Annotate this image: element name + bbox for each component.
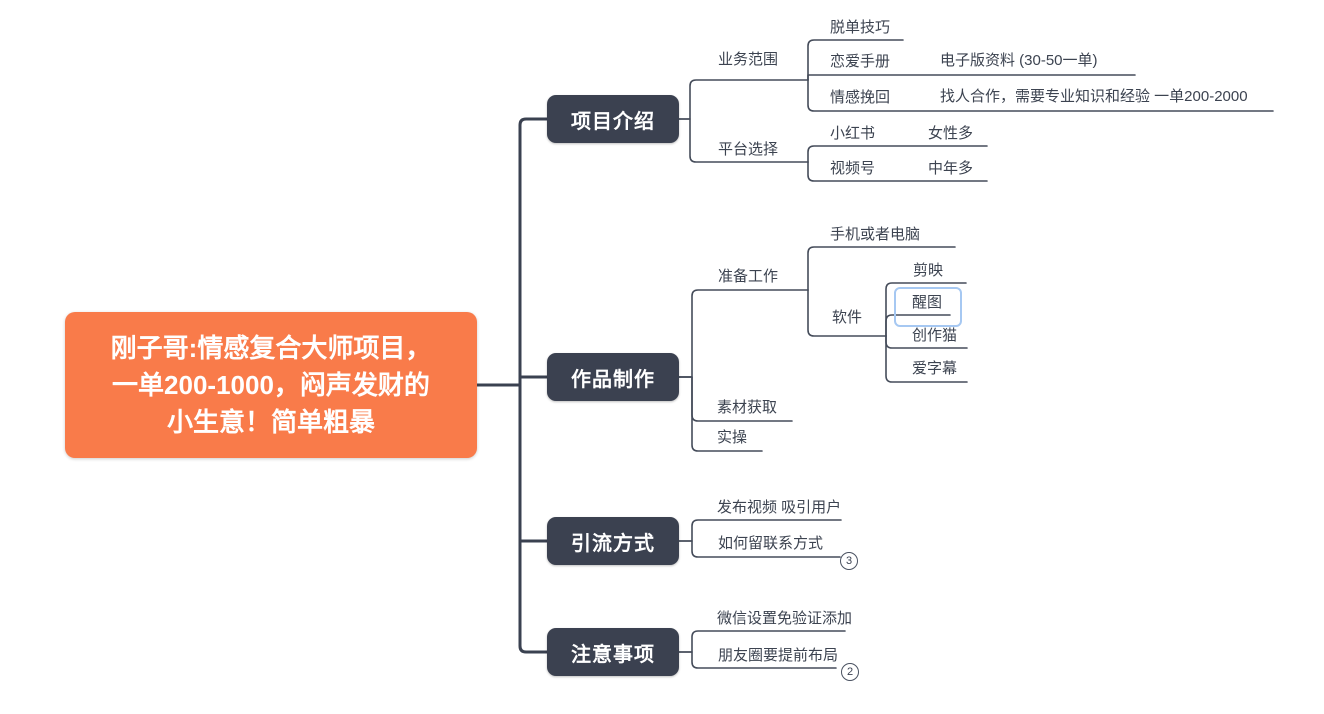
- branch-project-intro[interactable]: 项目介绍: [547, 95, 679, 143]
- topic-shipinhao[interactable]: 视频号: [830, 160, 876, 177]
- topic-cooperation-note[interactable]: 找人合作，需要专业知识和经验 一单200-2000: [940, 88, 1248, 105]
- topic-dating-skills[interactable]: 脱单技巧: [830, 19, 891, 36]
- topic-publish-videos[interactable]: 发布视频 吸引用户: [717, 499, 842, 516]
- topic-relationship-recovery[interactable]: 情感挽回: [830, 89, 891, 106]
- topic-wechat-no-verify[interactable]: 微信设置免验证添加: [717, 610, 853, 627]
- topic-business-scope[interactable]: 业务范围: [718, 51, 779, 68]
- selection-highlight: [894, 287, 962, 327]
- topic-moments-layout[interactable]: 朋友圈要提前布局: [718, 647, 839, 664]
- topic-leave-contact[interactable]: 如何留联系方式: [718, 535, 824, 552]
- topic-ebook-material[interactable]: 电子版资料 (30-50一单): [940, 52, 1098, 69]
- topic-xingtu[interactable]: 醒图: [912, 294, 943, 311]
- topic-phone-or-computer[interactable]: 手机或者电脑: [830, 226, 921, 243]
- badge-count-3[interactable]: 3: [840, 552, 858, 570]
- topic-chuangzuomao[interactable]: 创作猫: [912, 327, 958, 344]
- topic-mostly-middle-aged[interactable]: 中年多: [928, 160, 974, 177]
- topic-love-handbook[interactable]: 恋爱手册: [830, 53, 891, 70]
- topic-practice[interactable]: 实操: [717, 429, 748, 446]
- topic-material-acquisition[interactable]: 素材获取: [717, 399, 778, 416]
- topic-platform-choice[interactable]: 平台选择: [718, 141, 779, 158]
- branch-traffic-method[interactable]: 引流方式: [547, 517, 679, 565]
- badge-count-2[interactable]: 2: [841, 663, 859, 681]
- topic-mostly-female[interactable]: 女性多: [928, 125, 974, 142]
- topic-preparation[interactable]: 准备工作: [718, 268, 779, 285]
- branch-notes[interactable]: 注意事项: [547, 628, 679, 676]
- topic-xiaohongshu[interactable]: 小红书: [830, 125, 876, 142]
- topic-jianying[interactable]: 剪映: [913, 262, 944, 279]
- topic-aizimu[interactable]: 爱字幕: [912, 360, 958, 377]
- root-topic[interactable]: 刚子哥:情感复合大师项目， 一单200-1000，闷声发财的 小生意！简单粗暴: [65, 312, 477, 458]
- branch-content-production[interactable]: 作品制作: [547, 353, 679, 401]
- topic-software[interactable]: 软件: [832, 309, 863, 326]
